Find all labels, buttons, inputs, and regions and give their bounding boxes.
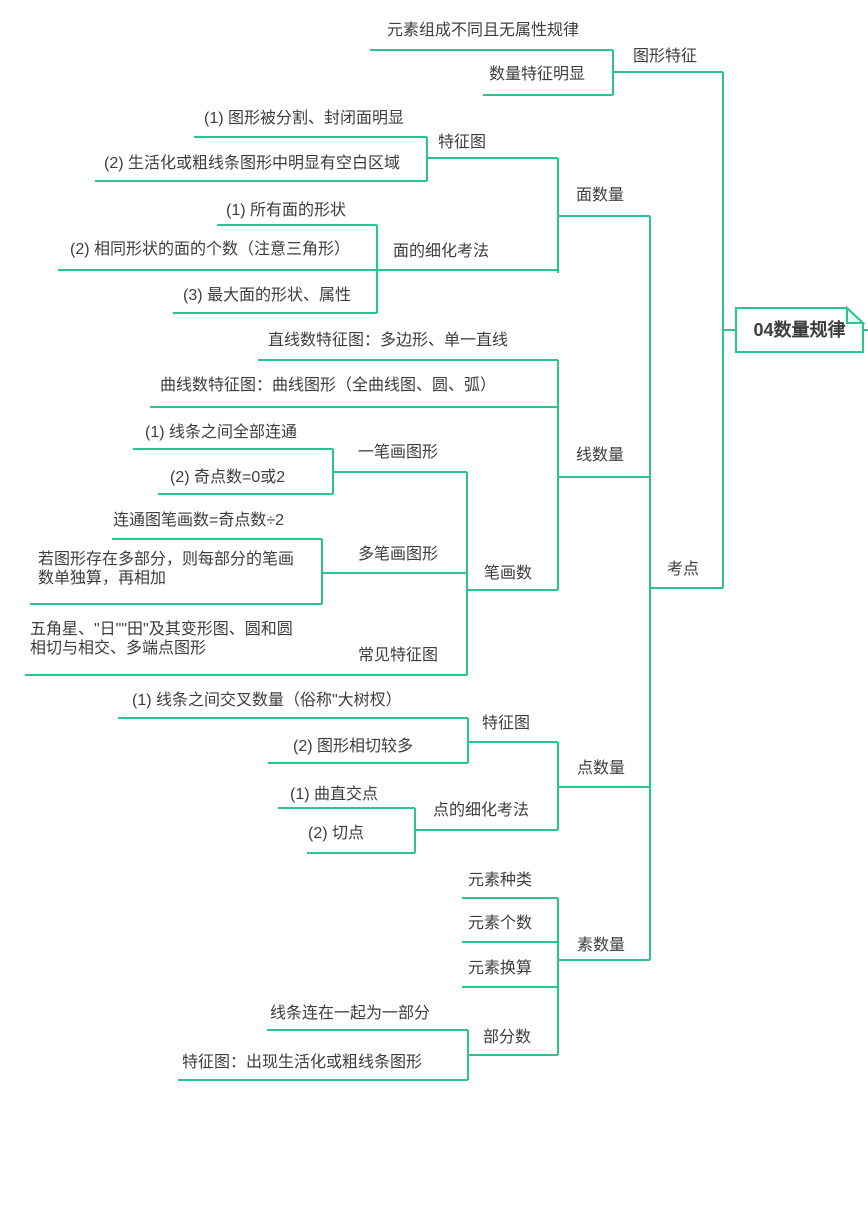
node-curve-straight-intersection[interactable]: (1) 曲直交点 [290, 786, 379, 803]
node-graphic-feature[interactable]: 图形特征 [633, 48, 698, 65]
node-face-same-shape-count[interactable]: (2) 相同形状的面的个数（注意三角形） [70, 241, 351, 258]
root-topic-shape [735, 305, 866, 353]
node-face-split-obvious[interactable]: (1) 图形被分割、封闭面明显 [204, 110, 405, 127]
node-exam-points[interactable]: 考点 [667, 561, 700, 578]
node-face-max-shape[interactable]: (3) 最大面的形状、属性 [183, 287, 352, 304]
node-common-feature-examples[interactable]: 五角星、"日""田"及其变形图、圆和圆 相切与相交、多端点图形 [30, 621, 293, 657]
node-tangent-point[interactable]: (2) 切点 [308, 825, 365, 842]
node-root[interactable]: 04数量规律 [753, 320, 846, 340]
node-part-feature-graph[interactable]: 特征图：出现生活化或粗线条图形 [182, 1054, 423, 1071]
node-straight-line-feature[interactable]: 直线数特征图：多边形、单一直线 [268, 332, 509, 349]
node-multi-stroke-formula[interactable]: 连通图笔画数=奇点数÷2 [113, 512, 285, 529]
node-stroke-count[interactable]: 笔画数 [484, 565, 533, 582]
node-point-detailed-methods[interactable]: 点的细化考法 [433, 802, 530, 819]
node-part-connected-rule[interactable]: 线条连在一起为一部分 [270, 1005, 431, 1022]
node-face-detailed-methods[interactable]: 面的细化考法 [393, 243, 490, 260]
node-one-stroke-connected[interactable]: (1) 线条之间全部连通 [145, 424, 298, 441]
node-multi-stroke-figure[interactable]: 多笔画图形 [358, 546, 439, 563]
node-quantity-feature-obvious[interactable]: 数量特征明显 [489, 66, 586, 83]
node-point-tangent-many[interactable]: (2) 图形相切较多 [293, 738, 414, 755]
node-element-composition[interactable]: 元素组成不同且无属性规律 [387, 22, 580, 39]
node-point-count[interactable]: 点数量 [577, 760, 626, 777]
node-common-feature-graph[interactable]: 常见特征图 [358, 647, 439, 664]
branch-lines [25, 49, 868, 1081]
node-element-number[interactable]: 元素个数 [468, 915, 533, 932]
node-one-stroke-odd-points[interactable]: (2) 奇点数=0或2 [170, 469, 286, 486]
node-line-count[interactable]: 线数量 [576, 447, 625, 464]
node-curve-line-feature[interactable]: 曲线数特征图：曲线图形（全曲线图、圆、弧） [160, 377, 497, 394]
node-face-all-shapes[interactable]: (1) 所有面的形状 [226, 202, 347, 219]
node-multi-stroke-parts-rule[interactable]: 若图形存在多部分，则每部分的笔画 数单独算，再相加 [38, 551, 295, 587]
node-face-feature-graph[interactable]: 特征图 [438, 134, 487, 151]
node-point-feature-graph[interactable]: 特征图 [482, 715, 531, 732]
node-element-conversion[interactable]: 元素换算 [468, 960, 533, 977]
node-point-cross-count[interactable]: (1) 线条之间交叉数量（俗称"大树杈） [132, 692, 402, 709]
node-one-stroke-figure[interactable]: 一笔画图形 [358, 444, 439, 461]
node-element-type[interactable]: 元素种类 [468, 872, 533, 889]
node-face-blank-area[interactable]: (2) 生活化或粗线条图形中明显有空白区域 [104, 155, 401, 172]
node-part-count[interactable]: 部分数 [483, 1029, 532, 1046]
node-face-count[interactable]: 面数量 [576, 187, 625, 204]
node-element-count[interactable]: 素数量 [577, 937, 626, 954]
